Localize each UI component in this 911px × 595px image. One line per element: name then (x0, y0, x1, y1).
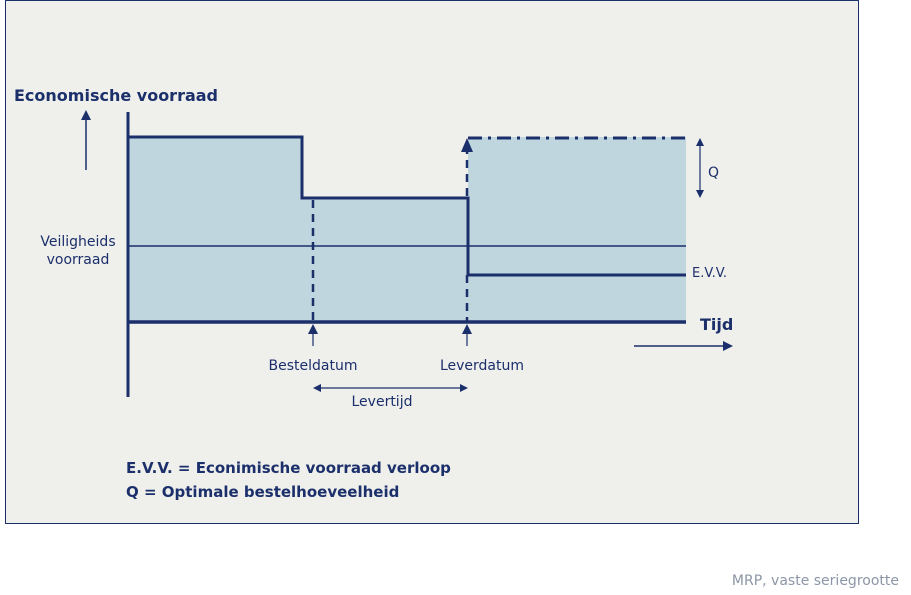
q-arrow-bottom-icon (696, 190, 704, 198)
legend-evv: E.V.V. = Econimische voorraad verloop (126, 459, 451, 477)
lead-time-arrow-right-icon (460, 384, 468, 392)
q-label: Q (708, 165, 719, 181)
delivery-date-marker-icon (462, 324, 472, 334)
caption: MRP, vaste seriegrootte (731, 573, 899, 589)
safety-stock-label-line1: Veiligheids (40, 234, 115, 250)
replenishment-arrow-icon (461, 138, 473, 152)
inventory-area (128, 137, 686, 322)
safety-stock-label-line2: voorraad (47, 252, 110, 268)
order-date-marker-icon (308, 324, 318, 334)
q-arrow-top-icon (696, 138, 704, 146)
delivery-date-label: Leverdatum (440, 358, 524, 374)
order-date-label: Besteldatum (269, 358, 358, 374)
stock-level-line (128, 135, 686, 277)
lead-time-arrow-left-icon (313, 384, 321, 392)
y-axis-label: Economische voorraad (14, 86, 218, 105)
x-axis-label: Tijd (700, 315, 733, 334)
legend-q: Q = Optimale bestelhoeveelheid (126, 483, 399, 501)
evv-label: E.V.V. (692, 266, 727, 281)
lead-time-label: Levertijd (352, 394, 413, 410)
